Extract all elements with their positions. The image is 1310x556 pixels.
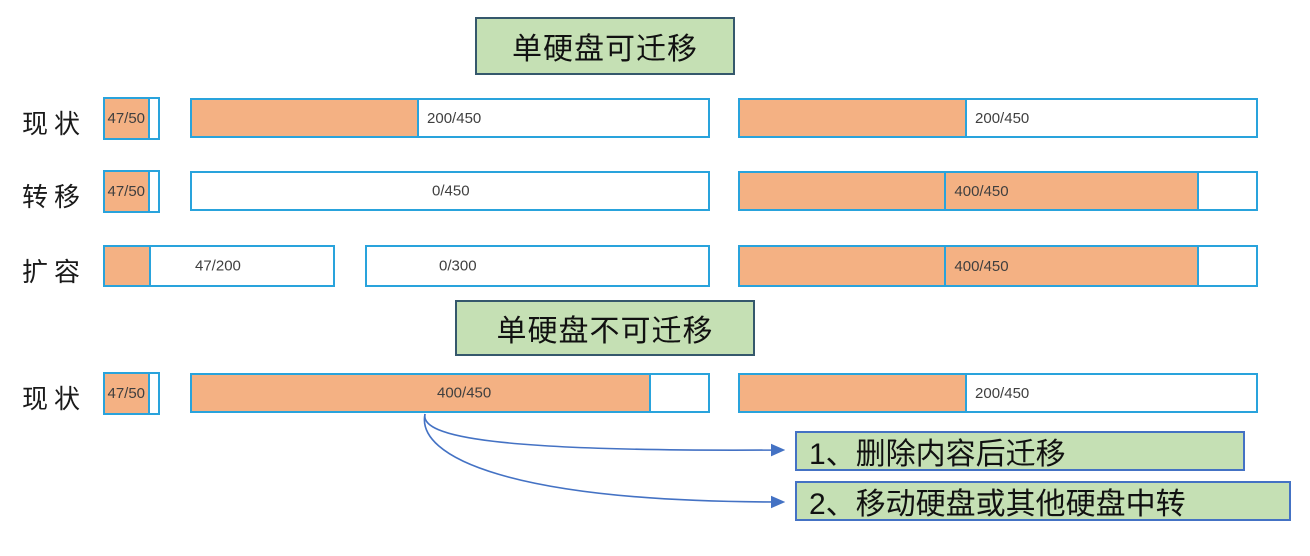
row3-disk-mid-free	[367, 247, 708, 285]
row1-disk-right-free: 200/450	[967, 100, 1256, 136]
row2-disk-right: 400/450	[738, 171, 1258, 211]
row3-disk-small-used	[105, 247, 151, 285]
row2-disk-small-free	[149, 172, 158, 211]
row2-disk-mid-free	[192, 173, 708, 209]
row2-disk-small-used: 47/50	[105, 172, 150, 211]
row3-disk-right-used-b: 400/450	[946, 247, 1200, 285]
row3-disk-right: 400/450	[738, 245, 1258, 287]
title-migratable-text: 单硬盘可迁移	[512, 33, 698, 66]
row4-disk-right-free: 200/450	[967, 375, 1256, 411]
title-migratable: 单硬盘可迁移	[475, 17, 735, 75]
disk-value: 200/450	[975, 109, 1030, 127]
row2-disk-right-used-a	[740, 173, 947, 209]
row1-label: 现状	[22, 109, 87, 139]
row4-label: 现状	[22, 384, 87, 414]
connector-arrows	[423, 413, 786, 509]
row1-disk-small: 47/50	[103, 97, 160, 140]
disk-value: 47/50	[107, 183, 146, 200]
arrow-to-note-1	[424, 413, 786, 457]
row2-disk-right-used-b: 400/450	[946, 173, 1200, 209]
disk-value: 400/450	[437, 384, 492, 402]
row2-disk-mid: 0/450	[190, 171, 710, 211]
disk-value: 47/50	[107, 385, 146, 402]
disk-value: 400/450	[954, 182, 1009, 200]
row4-disk-right: 200/450	[738, 373, 1258, 413]
disk-value: 0/300	[439, 257, 477, 275]
row1-disk-mid-free: 200/450	[419, 100, 708, 136]
row3-disk-right-free	[1199, 247, 1256, 285]
title-not-migratable: 单硬盘不可迁移	[455, 300, 755, 356]
row4-disk-small: 47/50	[103, 372, 160, 415]
note-delete-then-migrate: 1、删除内容后迁移	[795, 431, 1245, 471]
note-2-text: 2、移动硬盘或其他硬盘中转	[809, 488, 1186, 521]
row4-disk-small-used: 47/50	[105, 374, 150, 413]
row1-disk-right-used	[740, 100, 968, 136]
row2-disk-small: 47/50	[103, 170, 160, 213]
row1-disk-small-used: 47/50	[105, 99, 150, 138]
row1-disk-right: 200/450	[738, 98, 1258, 138]
row4-disk-mid-used	[192, 375, 652, 411]
row4-disk-mid-free	[651, 375, 708, 411]
row3-disk-mid: 0/300	[365, 245, 710, 287]
row4-disk-mid: 400/450	[190, 373, 710, 413]
arrow-to-note-2	[423, 413, 786, 509]
row3-disk-small-expanded: 47/200	[103, 245, 335, 287]
disk-value: 47/50	[107, 110, 146, 127]
row3-disk-right-used-a	[740, 247, 947, 285]
disk-value: 47/200	[195, 257, 241, 275]
row1-disk-small-free	[149, 99, 158, 138]
note-transfer-via-other-disk: 2、移动硬盘或其他硬盘中转	[795, 481, 1291, 521]
disk-value: 200/450	[975, 384, 1030, 402]
disk-value: 400/450	[954, 257, 1009, 275]
row4-disk-small-free	[149, 374, 158, 413]
row1-disk-mid-used	[192, 100, 420, 136]
row3-disk-small-free	[150, 247, 333, 285]
disk-value: 0/450	[432, 182, 470, 200]
row3-label: 扩容	[22, 257, 87, 287]
row2-disk-right-free	[1199, 173, 1256, 209]
disk-value: 200/450	[427, 109, 482, 127]
row4-disk-right-used	[740, 375, 968, 411]
note-1-text: 1、删除内容后迁移	[809, 438, 1066, 471]
row1-disk-mid: 200/450	[190, 98, 710, 138]
row2-label: 转移	[22, 182, 87, 212]
title-not-migratable-text: 单硬盘不可迁移	[496, 315, 714, 348]
